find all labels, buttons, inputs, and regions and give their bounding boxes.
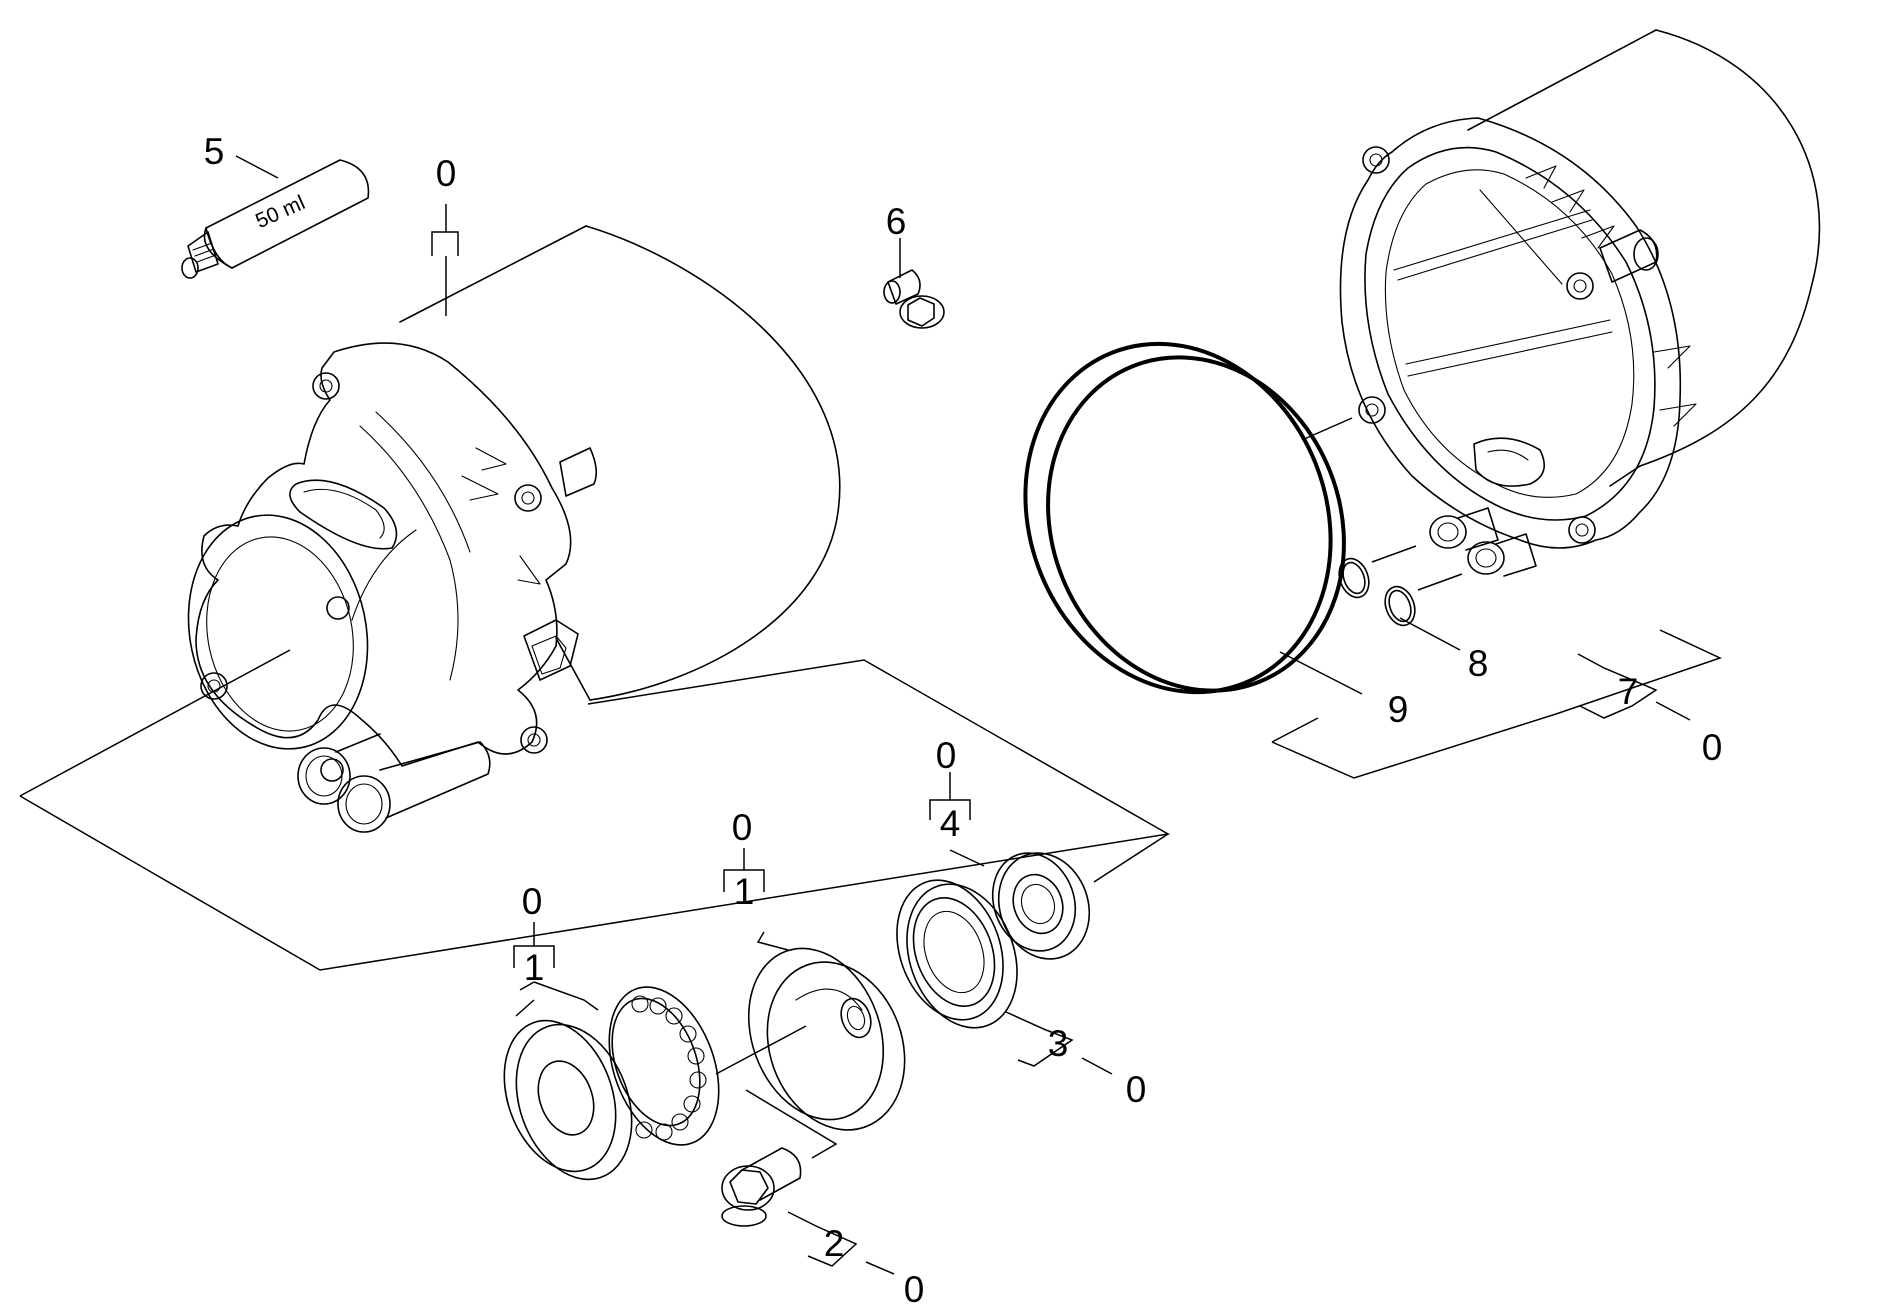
- callout-9: 9: [1388, 689, 1409, 730]
- callout-1-upper: 1: [734, 871, 755, 912]
- bolt-part-2: [721, 1147, 802, 1227]
- callout-0-kit2: 0: [904, 1269, 925, 1310]
- screw-part-6: [883, 269, 945, 329]
- thrust-bearing-part-1-lower: [503, 986, 720, 1181]
- callout-6: 6: [886, 201, 907, 242]
- motor-housing-left: [187, 225, 841, 833]
- callout-5: 5: [204, 131, 225, 172]
- leader-lines: [19, 155, 1723, 1275]
- callout-1-lower: 1: [524, 947, 545, 988]
- large-o-ring-part-9: [1023, 341, 1346, 695]
- callout-0-kit7: 0: [1702, 727, 1723, 768]
- callout-0-kit3: 0: [1126, 1069, 1147, 1110]
- grease-tube-volume-label: 50 ml: [252, 191, 308, 233]
- callout-0-kit4: 0: [936, 735, 957, 776]
- callout-8: 8: [1468, 643, 1489, 684]
- callout-2: 2: [824, 1223, 845, 1264]
- ball-bearing-part-3: [896, 879, 1018, 1029]
- small-o-rings-part-8: [1338, 557, 1416, 627]
- callout-7: 7: [1618, 671, 1639, 712]
- callout-3: 3: [1048, 1023, 1069, 1064]
- callout-0-kit1a: 0: [732, 807, 753, 848]
- grease-tube-part-5: 50 ml: [181, 159, 370, 279]
- motor-housing-right: [1339, 29, 1821, 577]
- callout-labels: 5 0 6 9 8 7 0 0 4 0 1 0 1 3 0 2 0: [204, 131, 1723, 1310]
- seal-ring-part-4: [991, 852, 1091, 960]
- callout-0-kit1b: 0: [522, 881, 543, 922]
- bearing-cup-part-1-upper: [747, 947, 906, 1131]
- callout-4: 4: [940, 803, 961, 844]
- callout-0-housing: 0: [436, 153, 457, 194]
